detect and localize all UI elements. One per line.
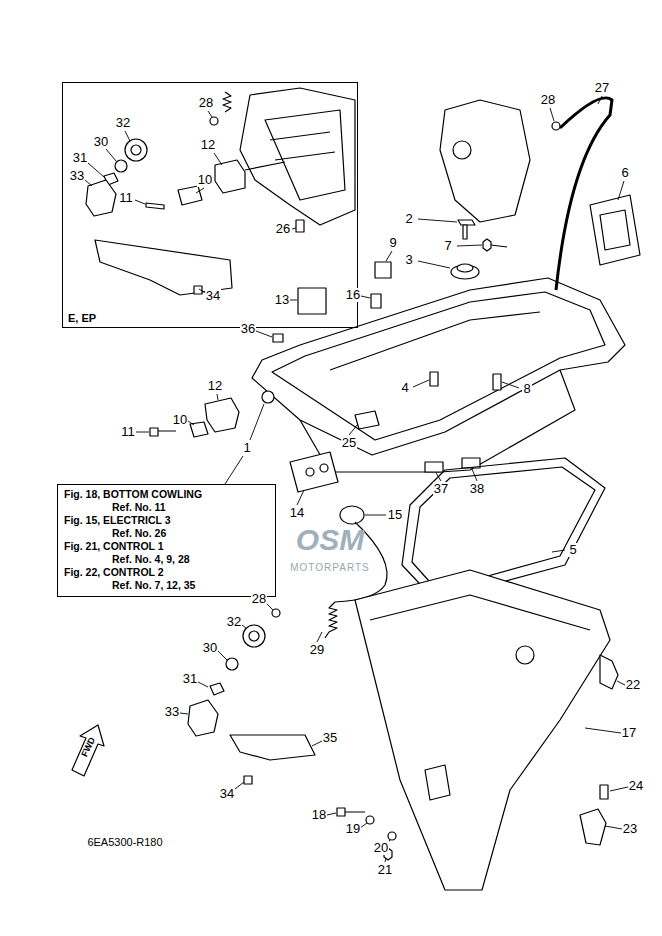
callout-number: 18 xyxy=(311,808,327,822)
callout-number: 15 xyxy=(387,508,403,522)
callout-number: 16 xyxy=(345,288,361,302)
reference-note: Fig. 15, ELECTRICL 3 xyxy=(64,514,269,527)
callout-number: 36 xyxy=(240,322,256,336)
drawing-code: 6EA5300-R180 xyxy=(86,835,163,849)
model-code: E, EP xyxy=(68,312,96,324)
callout-number: 31 xyxy=(182,672,198,686)
callout-number: 33 xyxy=(69,169,85,183)
callout-number: 30 xyxy=(93,135,109,149)
reference-note: Ref. No. 4, 9, 28 xyxy=(64,553,269,566)
bottom-cowling xyxy=(252,278,625,472)
callout-number: 27 xyxy=(594,81,610,95)
callout-number: 32 xyxy=(115,116,131,130)
callout-number: 23 xyxy=(622,822,638,836)
callout-number: 12 xyxy=(207,379,223,393)
callout-number: 7 xyxy=(443,239,452,253)
callout-number: 11 xyxy=(118,191,134,205)
callout-number: 29 xyxy=(309,643,325,657)
watermark: MOTORPARTS xyxy=(289,561,370,575)
callout-number: 9 xyxy=(388,236,397,250)
callout-number: 1 xyxy=(242,441,251,455)
callout-number: 12 xyxy=(200,138,216,152)
callout-number: 14 xyxy=(289,506,305,520)
callout-number: 2 xyxy=(404,212,413,226)
callout-number: 35 xyxy=(322,731,338,745)
reference-note: Fig. 21, CONTROL 1 xyxy=(64,540,269,553)
callout-number: 37 xyxy=(433,482,449,496)
fwd-arrow xyxy=(72,725,104,776)
reference-note: Fig. 18, BOTTOM COWLING xyxy=(64,488,269,501)
reference-note: Ref. No. 26 xyxy=(64,527,269,540)
callout-number: 10 xyxy=(197,173,213,187)
callout-number: 34 xyxy=(219,787,235,801)
callout-number: 11 xyxy=(120,425,136,439)
callout-number: 25 xyxy=(341,436,357,450)
callout-number: 28 xyxy=(198,96,214,110)
direction-label: FWD xyxy=(77,734,99,760)
inset-illustration xyxy=(86,88,355,295)
reference-note: Fig. 22, CONTROL 2 xyxy=(64,566,269,579)
callout-number: 34 xyxy=(205,289,221,303)
watermark: OSM xyxy=(295,524,365,556)
leader-lines xyxy=(85,96,628,862)
callout-number: 10 xyxy=(172,413,188,427)
callout-number: 30 xyxy=(202,641,218,655)
callout-number: 24 xyxy=(628,779,644,793)
engine-bracket xyxy=(440,98,640,290)
callout-number: 5 xyxy=(568,543,577,557)
reference-note: Ref. No. 11 xyxy=(64,501,269,514)
callout-number: 3 xyxy=(404,253,413,267)
callout-number: 13 xyxy=(274,293,290,307)
callout-number: 19 xyxy=(345,822,361,836)
callout-number: 8 xyxy=(522,382,531,396)
reference-note: Ref. No. 7, 12, 35 xyxy=(64,579,269,592)
apron xyxy=(337,570,618,890)
callout-number: 38 xyxy=(469,482,485,496)
gasket xyxy=(402,458,605,600)
callout-number: 32 xyxy=(226,615,242,629)
callout-number: 6 xyxy=(620,166,629,180)
callout-number: 21 xyxy=(377,863,393,877)
callout-number: 22 xyxy=(625,678,641,692)
callout-number: 26 xyxy=(275,222,291,236)
callout-number: 28 xyxy=(540,93,556,107)
note-box: Fig. 18, BOTTOM COWLINGRef. No. 11Fig. 1… xyxy=(57,484,276,597)
callout-number: 4 xyxy=(400,381,409,395)
callout-number: 20 xyxy=(373,841,389,855)
callout-number: 17 xyxy=(621,726,637,740)
callout-number: 31 xyxy=(72,151,88,165)
callout-number: 33 xyxy=(164,705,180,719)
callout-number: 28 xyxy=(251,592,267,606)
